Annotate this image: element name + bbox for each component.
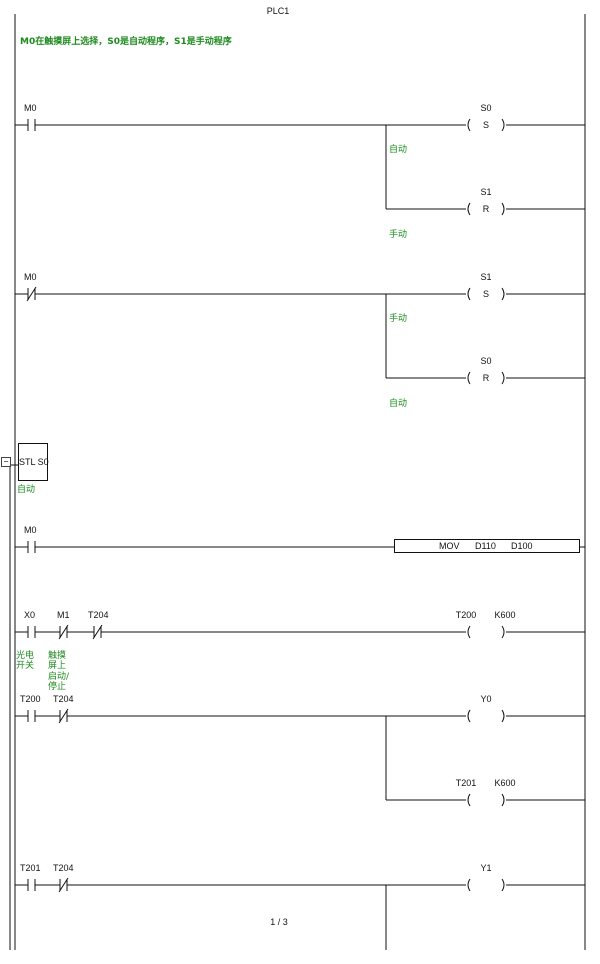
contact-label[interactable]: X0 [24,610,36,620]
stl-comment: 自动 [17,485,36,495]
coil-operation: R [482,373,490,383]
timer-label[interactable]: T201 [455,778,477,788]
contact-label[interactable]: T204 [53,863,74,873]
timer-preset: K600 [494,610,516,620]
timer-label[interactable]: T200 [455,610,477,620]
rung-3 [15,541,585,553]
contact-label[interactable]: M1 [57,610,70,620]
rung-4 [15,624,585,640]
coil-label[interactable]: S1 [480,272,492,282]
collapse-toggle-icon[interactable]: − [1,457,11,467]
coil-label[interactable]: S0 [480,103,492,113]
contact-label[interactable]: T201 [20,863,41,873]
rung-1 [15,118,585,216]
rung-6 [15,877,585,950]
contact-label[interactable]: T204 [53,694,74,704]
instruction-op: MOV [439,541,460,551]
contact-label[interactable]: M0 [24,103,37,113]
coil-label[interactable]: Y0 [480,694,492,704]
contact-label[interactable]: M0 [24,272,37,282]
coil-operation: S [482,289,490,299]
contact-label[interactable]: T200 [20,694,41,704]
coil-comment: 自动 [389,399,408,409]
contact-comment: 触摸屏上启动/停止 [48,651,70,693]
rung-2 [15,286,585,385]
contact-label[interactable]: M0 [24,525,37,535]
stl-step-box[interactable]: STL S0 [18,443,49,481]
coil-comment: 手动 [389,230,408,240]
contact-comment: 光电开关 [16,651,35,672]
coil-label[interactable]: Y1 [480,863,492,873]
coil-comment: 自动 [389,145,408,155]
mov-instruction-box[interactable]: MOV D110 D100 [394,539,580,553]
contact-label[interactable]: T204 [88,610,109,620]
instruction-source: D110 [475,541,496,551]
page-number: 1 / 3 [270,917,288,927]
program-title: PLC1 [266,6,290,16]
coil-label[interactable]: S1 [480,187,492,197]
coil-operation: S [482,120,490,130]
program-comment: M0在触摸屏上选择，S0是自动程序，S1是手动程序 [20,37,232,47]
instruction-dest: D100 [511,541,533,551]
coil-comment: 手动 [389,314,408,324]
coil-label[interactable]: S0 [480,356,492,366]
timer-preset: K600 [494,778,516,788]
rung-5 [15,708,585,807]
coil-operation: R [482,204,490,214]
